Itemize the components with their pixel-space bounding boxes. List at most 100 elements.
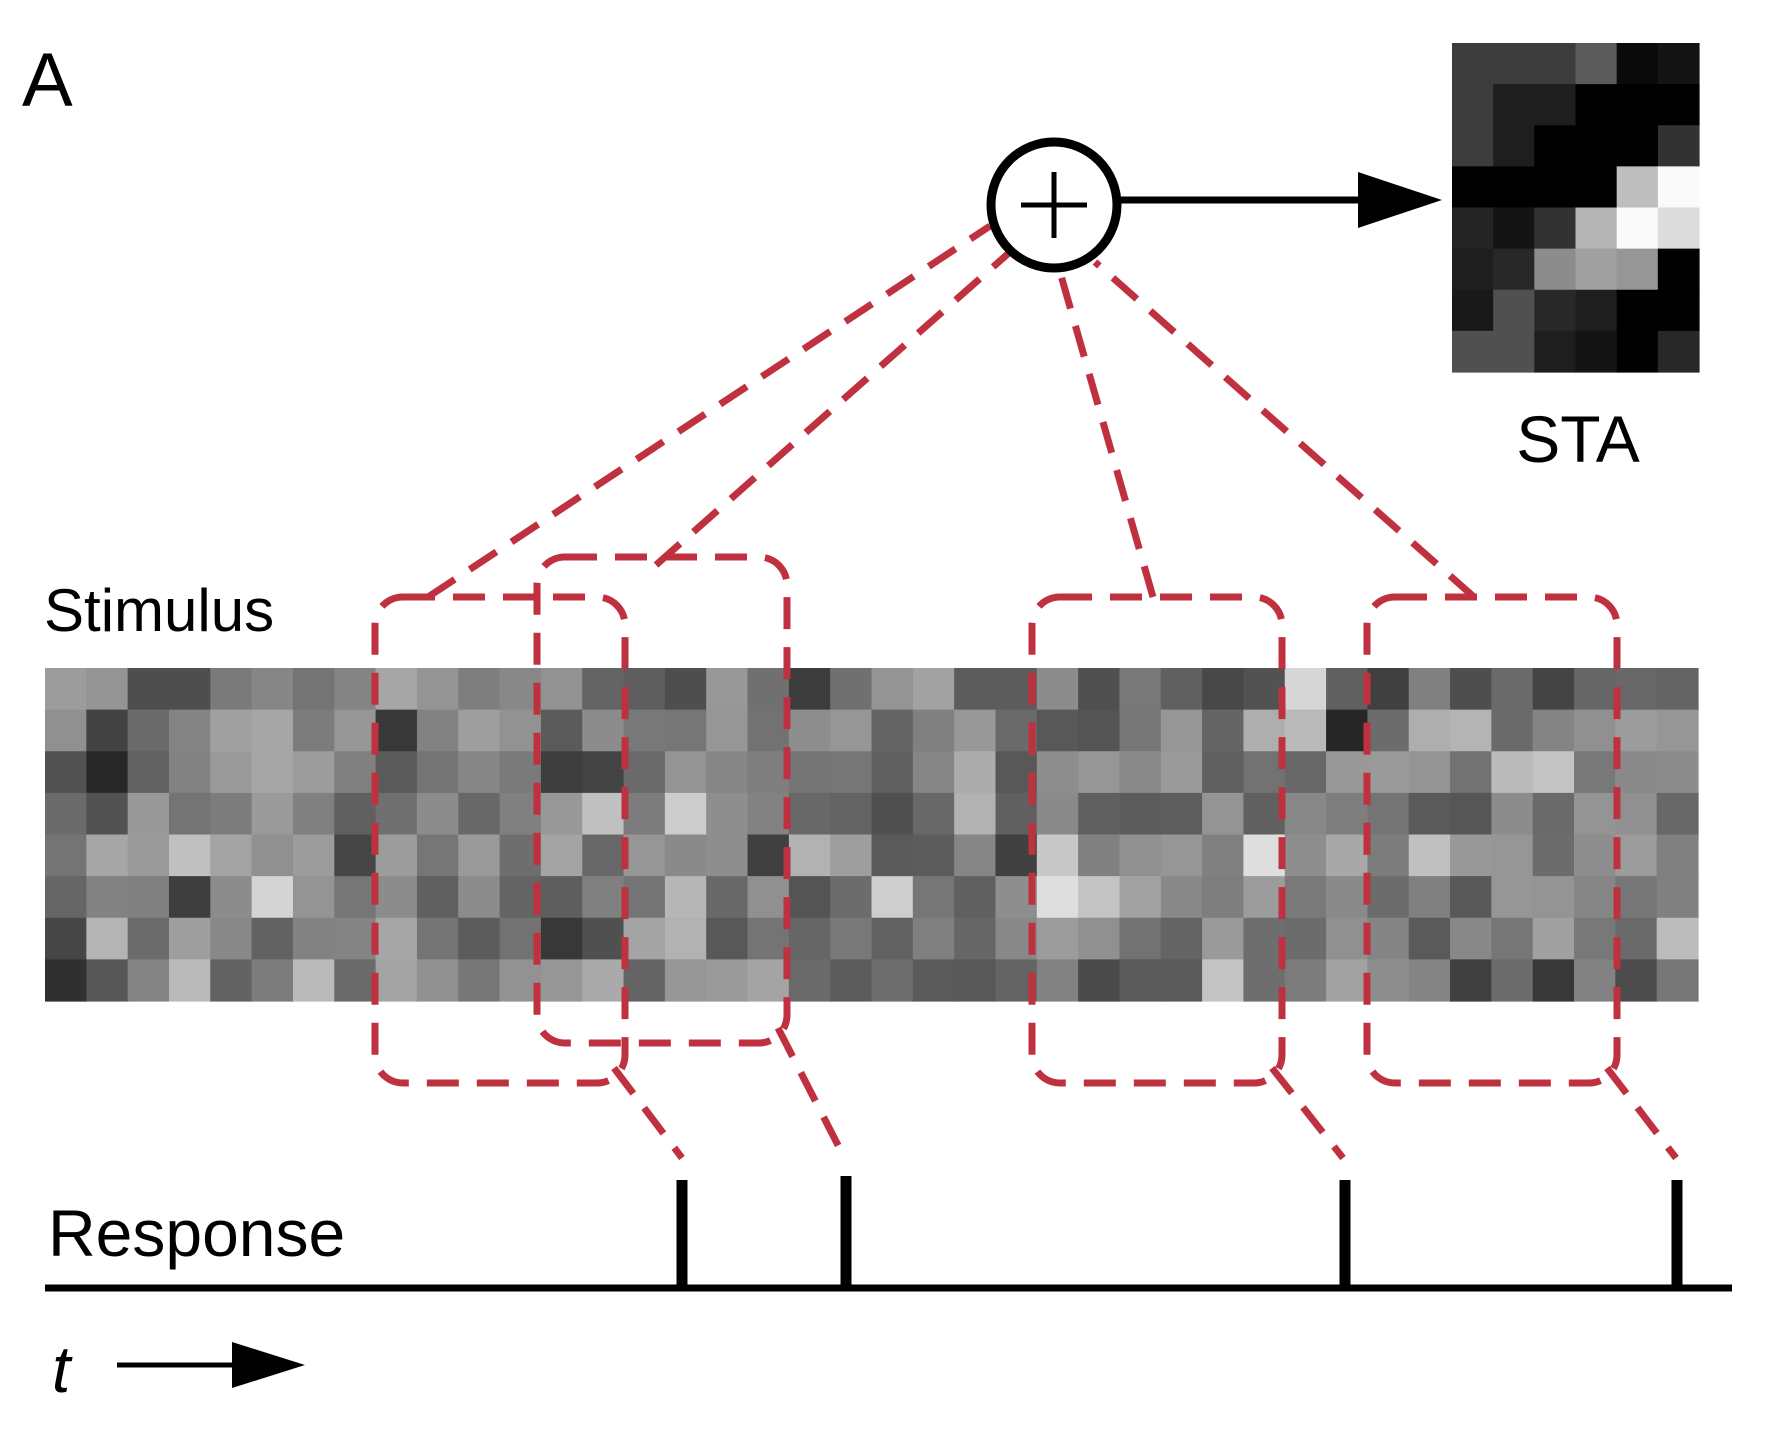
stimulus-cell — [1408, 709, 1451, 752]
sta-cell — [1616, 207, 1659, 250]
stimulus-cell — [664, 668, 707, 711]
stimulus-cell — [1326, 751, 1369, 794]
response-spikes — [676, 1176, 1683, 1286]
stimulus-cell — [1284, 917, 1327, 960]
stimulus-cell — [1078, 751, 1121, 794]
stimulus-cell — [540, 917, 583, 960]
panel-label: A — [22, 38, 73, 123]
stimulus-cell — [1408, 876, 1451, 919]
stimulus-cell — [1656, 709, 1699, 752]
stimulus-cell — [168, 792, 211, 836]
stimulus-cell — [747, 668, 790, 711]
stimulus-cell — [1367, 876, 1410, 919]
arrow-head-icon — [1358, 172, 1442, 228]
stimulus-cell — [912, 876, 955, 919]
stimulus-cell — [664, 792, 707, 836]
stimulus-cell — [1532, 917, 1575, 960]
stimulus-cell — [747, 751, 790, 794]
stimulus-cell — [458, 668, 501, 711]
stimulus-cell — [86, 917, 129, 960]
stimulus-cell — [210, 751, 253, 794]
stimulus-cell — [1119, 834, 1162, 877]
stimulus-cell — [1408, 959, 1451, 1002]
stimulus-cell — [871, 917, 914, 960]
stimulus-cell — [788, 834, 831, 877]
stimulus-cell — [1491, 792, 1534, 836]
stimulus-cell — [458, 834, 501, 877]
stimulus-cell — [540, 834, 583, 877]
stimulus-cell — [251, 876, 294, 919]
stimulus-cell — [830, 876, 873, 919]
sta-cell — [1534, 289, 1577, 332]
stimulus-cell — [251, 751, 294, 794]
sta-cell — [1493, 330, 1535, 373]
stimulus-cell — [706, 792, 749, 836]
time-label: t — [52, 1332, 73, 1406]
sta-cell — [1452, 84, 1494, 126]
stimulus-cell — [1243, 792, 1286, 836]
stimulus-cell — [375, 668, 418, 711]
stimulus-cell — [664, 917, 707, 960]
stimulus-cell — [375, 751, 418, 794]
stimulus-cell — [623, 834, 666, 877]
sta-cell — [1575, 166, 1618, 209]
stimulus-cell — [1574, 751, 1616, 794]
stimulus-cell — [706, 668, 749, 711]
sta-cell — [1452, 125, 1494, 167]
stimulus-cell — [334, 834, 377, 877]
sta-cell — [1534, 166, 1577, 209]
stimulus-cell — [706, 834, 749, 877]
sta-cell — [1534, 330, 1577, 373]
stimulus-cell — [664, 876, 707, 919]
stimulus-cell — [1491, 709, 1534, 752]
sta-cell — [1452, 289, 1494, 332]
stimulus-cell — [912, 959, 955, 1002]
stimulus-cell — [251, 709, 294, 752]
stimulus-cell — [416, 917, 459, 960]
stimulus-cell — [1243, 709, 1286, 752]
stimulus-cell — [1284, 834, 1327, 877]
stimulus-cell — [1491, 834, 1534, 877]
stimulus-cell — [168, 917, 211, 960]
stimulus-cell — [582, 917, 625, 960]
stimulus-cell — [1202, 792, 1245, 836]
stimulus-cell — [1656, 959, 1699, 1002]
stimulus-cell — [1326, 917, 1369, 960]
stimulus-cell — [788, 709, 831, 752]
stimulus-cell — [127, 709, 170, 752]
stimulus-cell — [1243, 876, 1286, 919]
stimulus-cell — [127, 792, 170, 836]
stimulus-cell — [1078, 959, 1121, 1002]
stimulus-cell — [45, 668, 87, 711]
stimulus-cell — [706, 751, 749, 794]
stimulus-cell — [86, 751, 129, 794]
stimulus-cell — [1408, 751, 1451, 794]
stimulus-cell — [1656, 668, 1699, 711]
stimulus-cell — [830, 668, 873, 711]
stimulus-cell — [1656, 792, 1699, 836]
stimulus-cell — [168, 876, 211, 919]
stimulus-cell — [788, 792, 831, 836]
stimulus-cell — [788, 959, 831, 1002]
time-arrow-head-icon — [232, 1342, 305, 1388]
stimulus-cell — [1202, 709, 1245, 752]
stimulus-cell — [1491, 751, 1534, 794]
sta-cell — [1575, 248, 1618, 291]
stimulus-cell — [540, 876, 583, 919]
sta-cell — [1575, 207, 1618, 250]
stimulus-cell — [623, 709, 666, 752]
stimulus-cell — [582, 709, 625, 752]
stimulus-cell — [582, 792, 625, 836]
stimulus-cell — [292, 668, 335, 711]
stimulus-cell — [954, 876, 997, 919]
stimulus-cell — [210, 917, 253, 960]
stimulus-cell — [664, 751, 707, 794]
stimulus-cell — [830, 792, 873, 836]
stimulus-cell — [747, 917, 790, 960]
stimulus-cell — [127, 668, 170, 711]
stimulus-cell — [1036, 709, 1079, 752]
stimulus-cell — [871, 792, 914, 836]
stimulus-cell — [1119, 876, 1162, 919]
stimulus-grid — [45, 668, 1699, 1002]
stimulus-cell — [1367, 917, 1410, 960]
